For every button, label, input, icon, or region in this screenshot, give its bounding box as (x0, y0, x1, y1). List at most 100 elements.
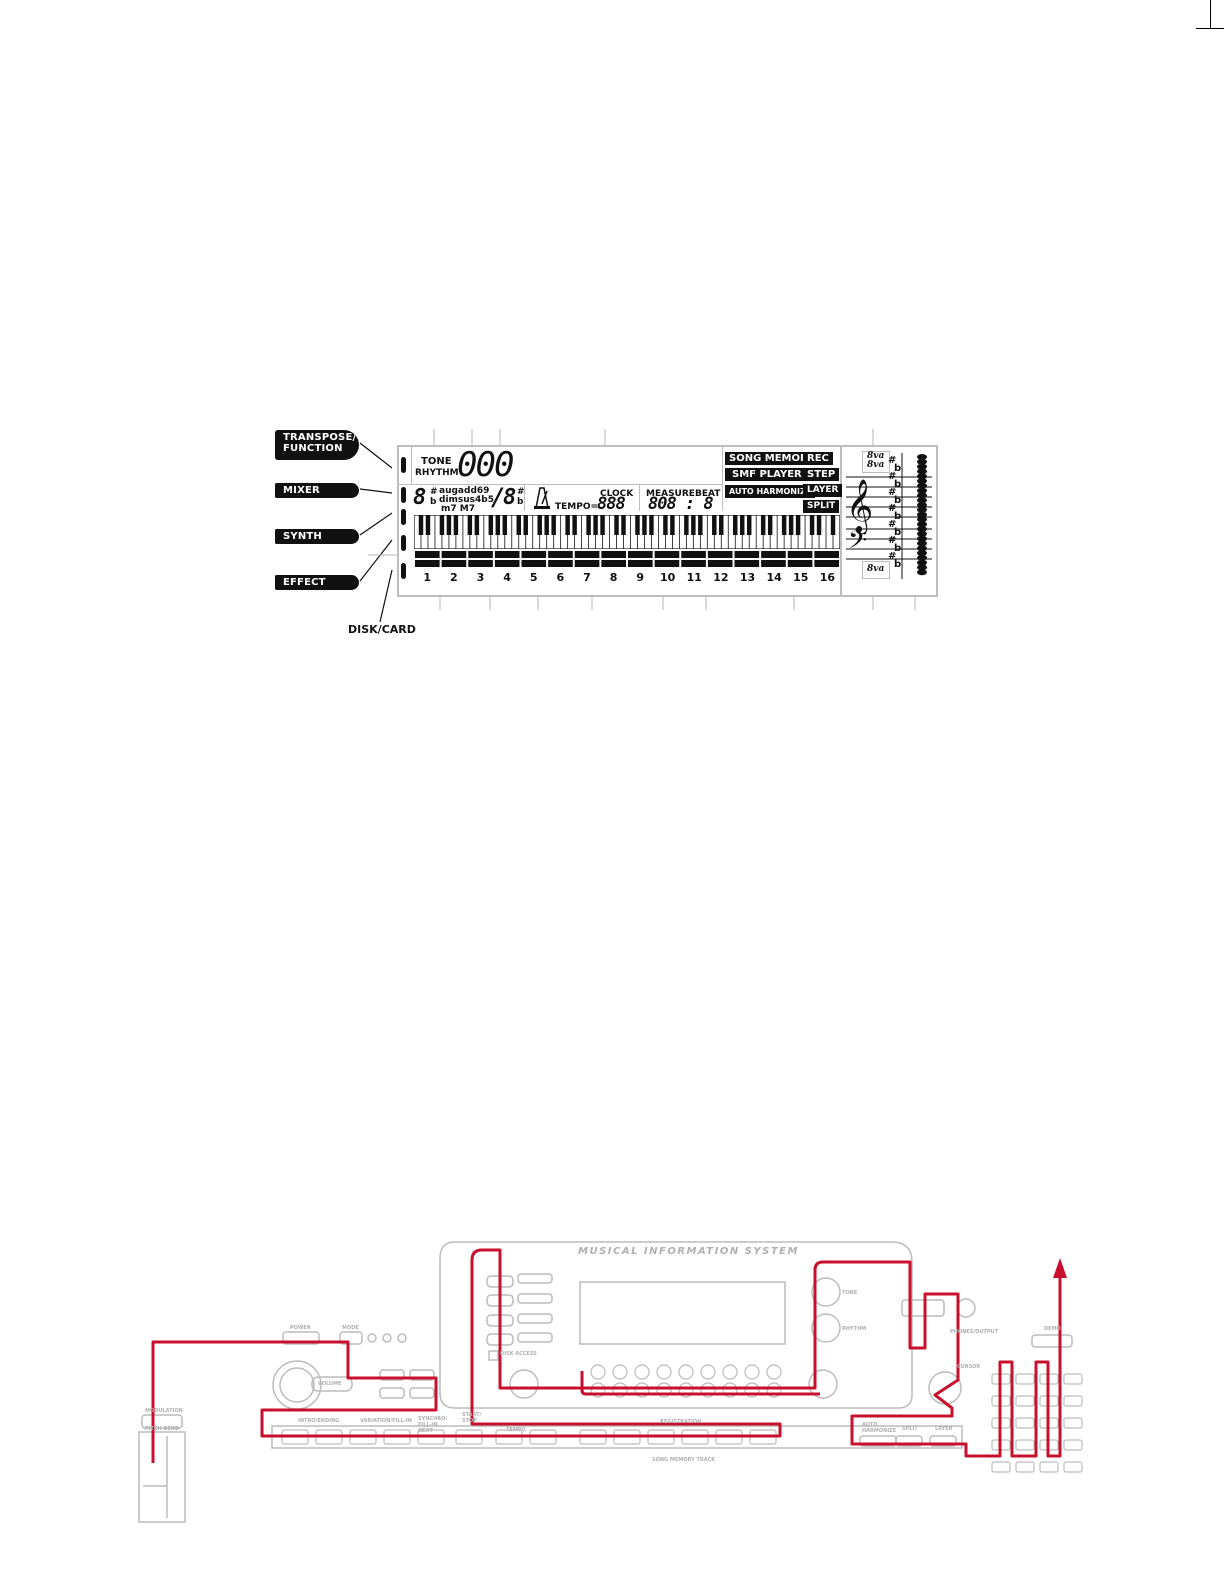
black-key (816, 515, 822, 535)
black-key (544, 515, 549, 535)
black-key (523, 515, 528, 535)
tempo-label: TEMPO= (555, 502, 599, 512)
tone-indicator: TONE (421, 456, 452, 467)
black-key (474, 515, 480, 535)
black-key (621, 515, 626, 535)
lcd-separator (411, 447, 412, 484)
channel-number: 6 (556, 571, 565, 584)
note-head (917, 511, 927, 518)
disk-access-label: DISK ACCESS (500, 1351, 537, 1357)
chord-root-sharp: # (430, 487, 438, 497)
channel-bar-top (681, 551, 706, 558)
channel-bar-bottom (787, 560, 813, 567)
lcd-separator (722, 447, 723, 511)
chord-bass: 8 (503, 485, 517, 510)
number-button (744, 1364, 760, 1380)
black-key (488, 515, 494, 535)
black-key (614, 515, 619, 535)
octave-up-box (862, 451, 890, 473)
chord-root: 8 (413, 485, 427, 510)
song-memory-indicator: SONG MEMORY (725, 452, 819, 465)
channel-bar-bottom (415, 560, 440, 567)
channel-bar-top (761, 551, 786, 558)
tone-panel-label: TONE (842, 1290, 858, 1296)
accidental: # (888, 535, 896, 546)
number-button (590, 1382, 606, 1398)
effect-label: EFFECT (275, 575, 359, 590)
accidental: b (894, 543, 901, 554)
number-button (766, 1382, 782, 1398)
channel-bar-top (654, 551, 680, 558)
number-button (634, 1382, 650, 1398)
route-path (151, 1248, 1062, 1463)
mode-label: MODE (342, 1325, 359, 1331)
number-button (722, 1382, 738, 1398)
rhythm-panel-label: RHYTHM (842, 1326, 867, 1332)
numpad-key (1063, 1439, 1083, 1451)
note-head (917, 458, 927, 465)
octave-up-2: 8va (867, 460, 885, 470)
step-indicator: STEP (803, 468, 840, 481)
channel-bar-top (707, 551, 733, 558)
left-marker (401, 487, 406, 503)
black-key (586, 515, 591, 535)
numpad-key (991, 1461, 1011, 1473)
note-head (917, 487, 927, 494)
numpad-key (1063, 1461, 1083, 1473)
note-head (917, 530, 927, 537)
note-head (917, 535, 927, 542)
split-panel-label: SPLIT (902, 1426, 918, 1432)
numpad-key (1015, 1439, 1035, 1451)
note-head (917, 454, 927, 460)
auto-harmonize-panel-label: AUTO HARMONIZE (862, 1422, 897, 1434)
channel-bar-bottom (628, 560, 653, 567)
black-key (593, 515, 598, 535)
black-key (537, 515, 542, 535)
channel-number: 15 (793, 571, 809, 584)
number-button (656, 1364, 672, 1380)
channel-bar-bottom (441, 560, 467, 567)
channel-bar-bottom (814, 560, 840, 567)
black-key (453, 515, 459, 535)
split-indicator: SPLIT (803, 500, 840, 513)
cursor-label: CURSOR (957, 1364, 981, 1370)
left-marker (401, 563, 406, 579)
number-button (678, 1364, 694, 1380)
channel-bar-bottom (654, 560, 680, 567)
phones-output-label: PHONES/OUTPUT (950, 1329, 998, 1335)
note-head (917, 478, 927, 484)
lcd-separator (639, 485, 640, 511)
black-key (516, 515, 521, 535)
left-marker (401, 535, 406, 551)
chord-bass-sharp: # (517, 487, 525, 497)
black-key (572, 515, 577, 535)
tempo-display: 888 (597, 494, 626, 514)
black-key (418, 515, 424, 535)
note-head (917, 545, 927, 552)
black-key (739, 515, 745, 535)
black-key (788, 515, 794, 535)
octave-down: 8va (867, 564, 885, 574)
lcd-separator (840, 447, 842, 595)
channel-bar-bottom (521, 560, 547, 567)
route-arrow (1053, 1258, 1067, 1278)
note-head (917, 506, 927, 513)
black-key (467, 515, 473, 535)
chord-bass-flat: b (517, 497, 524, 507)
black-key (446, 515, 452, 535)
note-head (917, 550, 927, 556)
channel-bar-top (628, 551, 653, 558)
black-key (642, 515, 647, 535)
channel-number: 7 (583, 571, 591, 584)
black-key (663, 515, 668, 535)
accidental: # (888, 551, 896, 562)
number-button (700, 1364, 716, 1380)
svg-text:𝄢: 𝄢 (848, 526, 867, 561)
channel-number: 16 (819, 571, 835, 584)
black-key (684, 515, 689, 535)
channel-bar-bottom (468, 560, 493, 567)
number-button (656, 1382, 672, 1398)
numpad-key (1015, 1373, 1035, 1385)
left-marker (401, 509, 406, 525)
chord-type-line2: dimsus4b5 (439, 495, 494, 505)
